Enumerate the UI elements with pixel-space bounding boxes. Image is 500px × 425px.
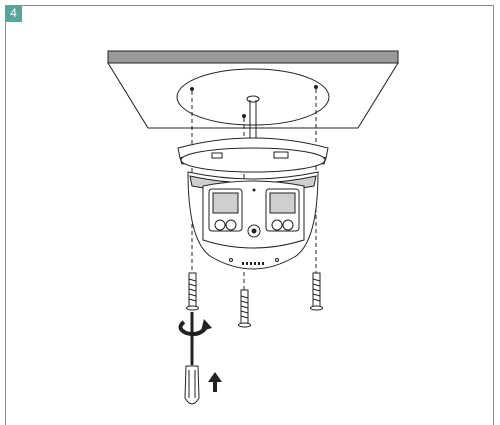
camera-mount-ring — [177, 137, 329, 173]
up-arrow-icon — [208, 372, 222, 392]
screw-icon — [310, 272, 323, 311]
screw-icon — [238, 289, 251, 328]
screwdriver-icon — [184, 312, 200, 405]
step-number-badge: 4 — [5, 5, 22, 22]
ceiling-holes — [190, 85, 318, 118]
screw-icon — [186, 272, 199, 311]
rotate-arrow-icon — [178, 319, 212, 337]
mounting-circle — [176, 68, 330, 126]
dome-camera — [187, 171, 319, 270]
ceiling-panel — [107, 50, 399, 129]
